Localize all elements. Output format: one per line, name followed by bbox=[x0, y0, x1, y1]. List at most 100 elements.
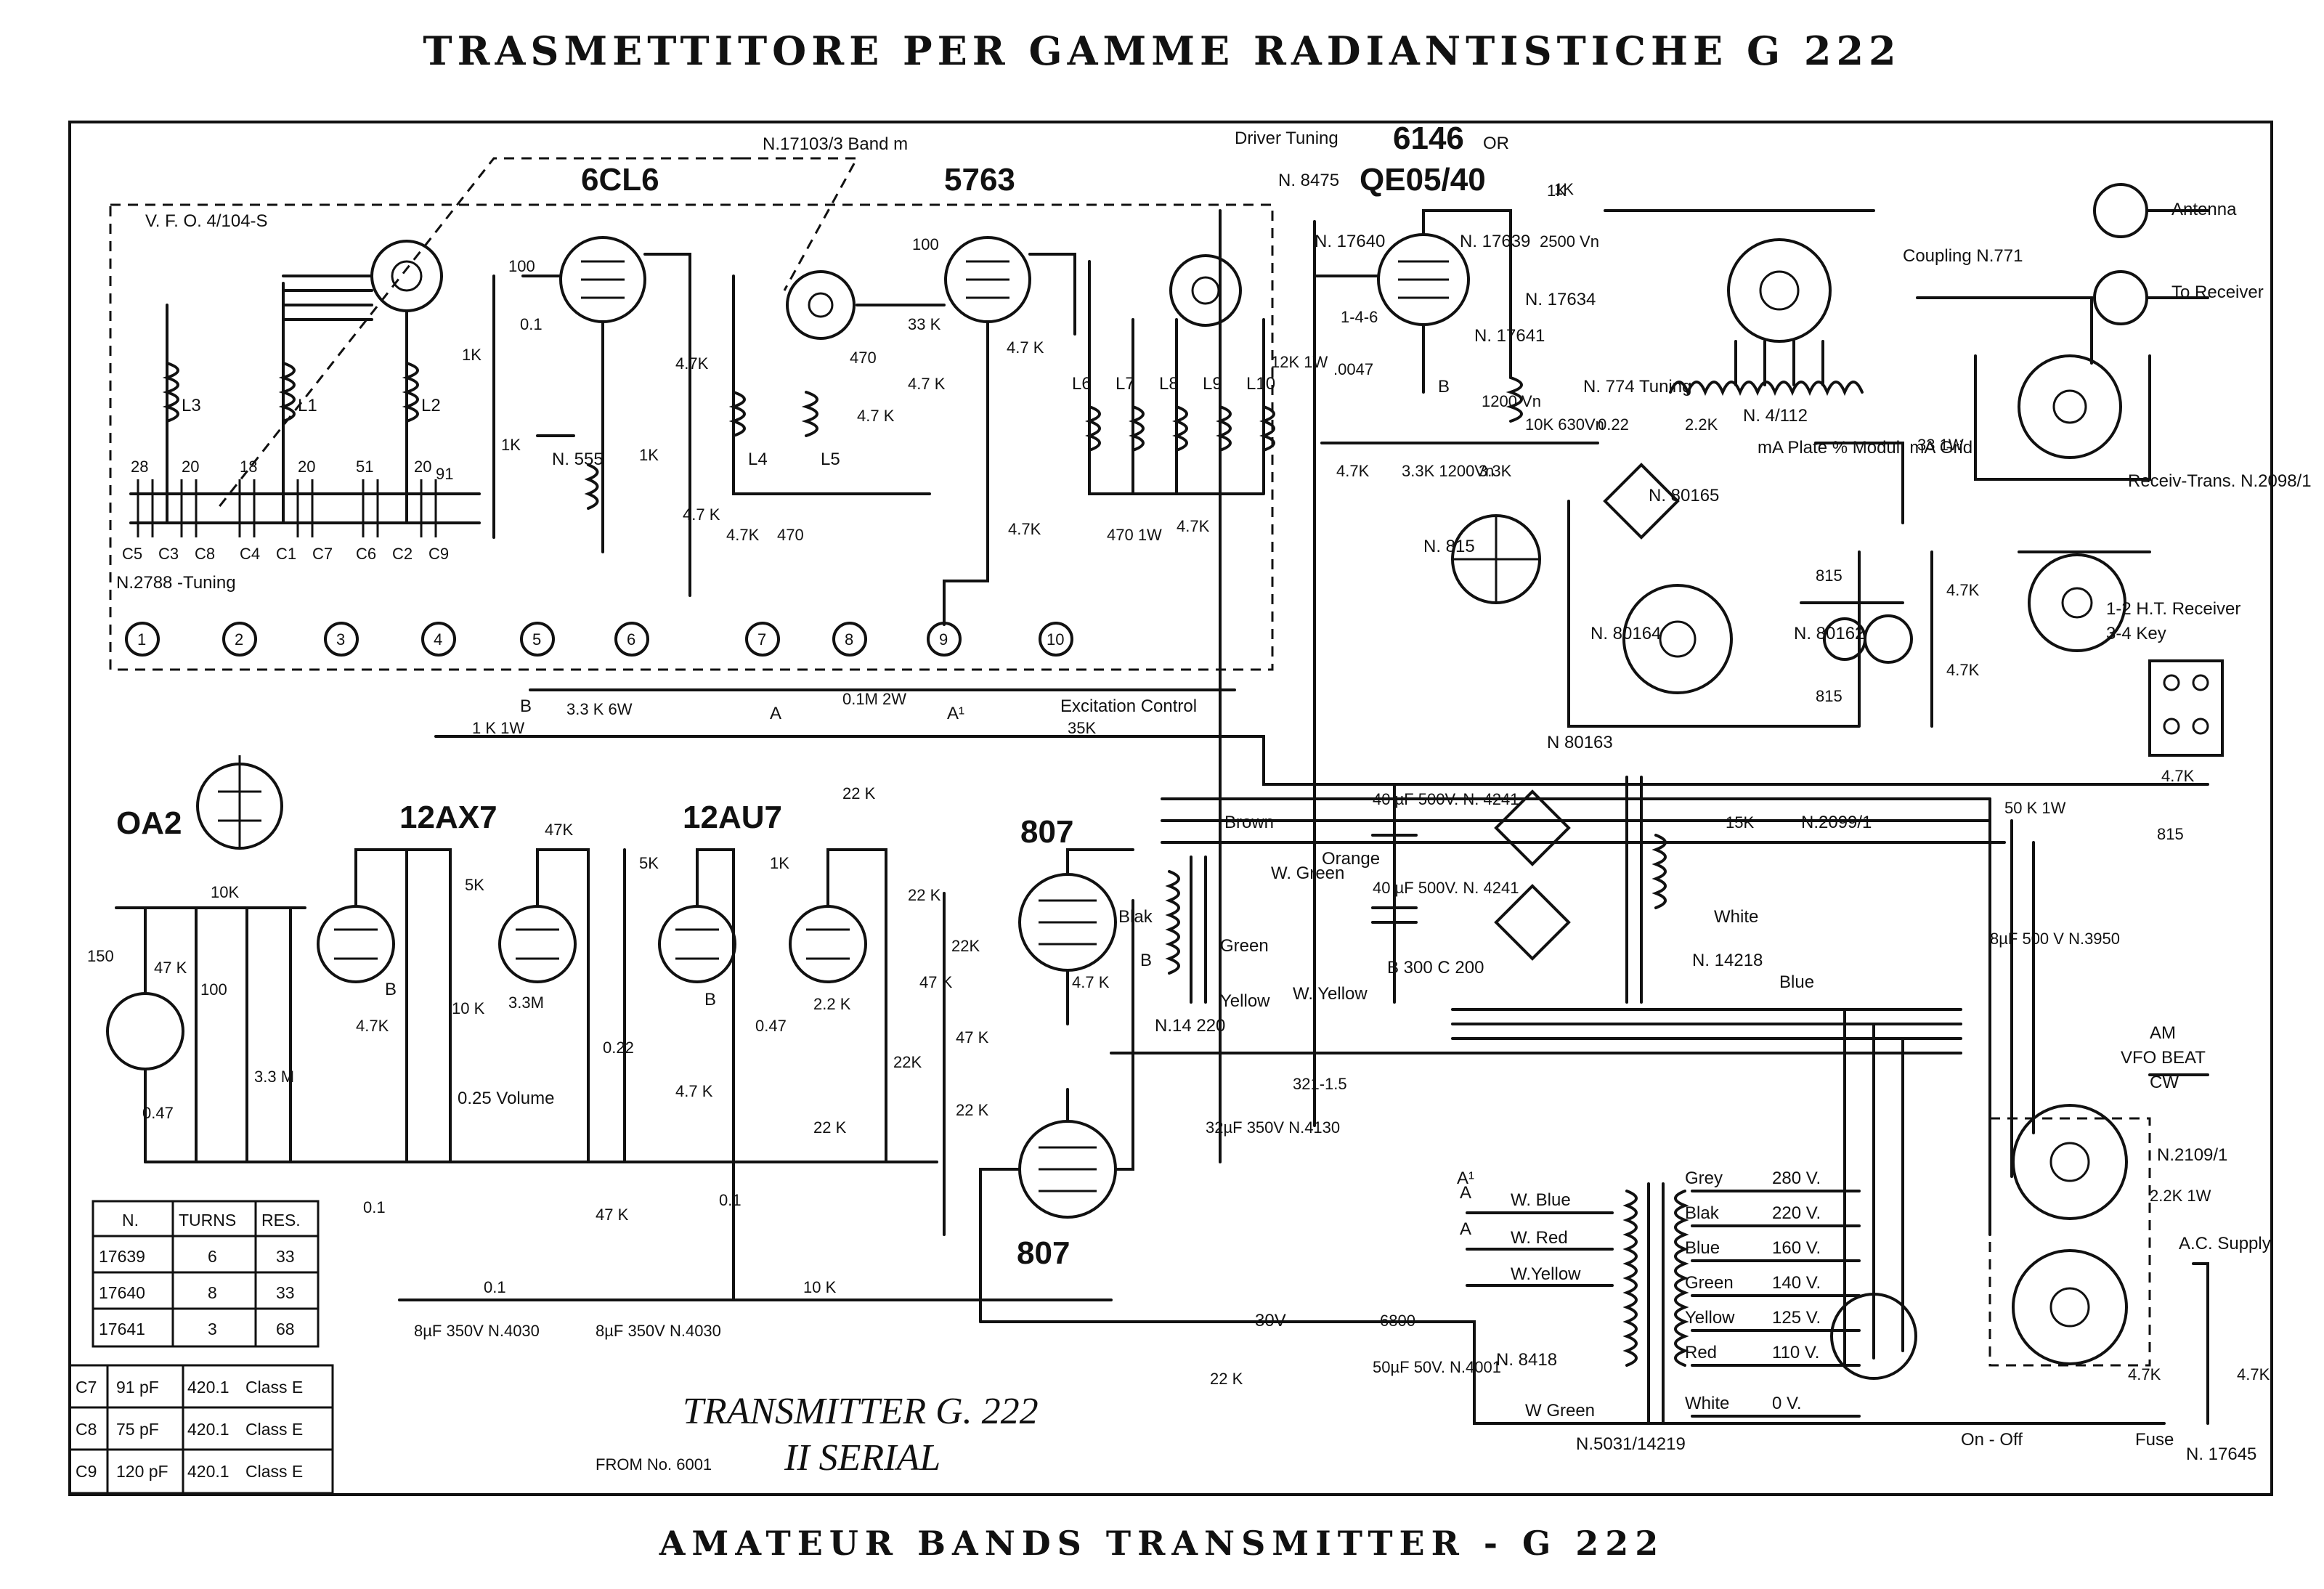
tube-807-bottom bbox=[979, 899, 1134, 1323]
ht-rail bbox=[434, 735, 2209, 786]
label-antenna: Antenna bbox=[2171, 200, 2237, 219]
coil-label: L2 bbox=[421, 396, 441, 415]
value: 815 bbox=[1816, 687, 1842, 705]
trimmer-value: 20 bbox=[298, 458, 315, 476]
value: 4.7K bbox=[1946, 581, 1980, 599]
coil-label: L7 bbox=[1116, 374, 1135, 394]
bus-label: A¹ bbox=[1457, 1169, 1474, 1188]
label-ac-supply: A.C. Supply bbox=[2179, 1234, 2271, 1253]
value: 1K bbox=[501, 436, 521, 454]
label-807-top: 807 bbox=[1020, 814, 1073, 850]
value: 22 K bbox=[842, 784, 876, 802]
label-r6800: 6800 bbox=[1380, 1312, 1415, 1330]
terminal-number: 6 bbox=[627, 630, 635, 649]
table-header: TURNS bbox=[179, 1211, 236, 1230]
value: 3.3K bbox=[1479, 462, 1512, 480]
coil-label: L3 bbox=[182, 396, 201, 415]
label-coupling: Coupling N.771 bbox=[1903, 246, 2023, 266]
label-band-switch: N.17103/3 Band m bbox=[763, 134, 908, 154]
value: 4.7 K bbox=[908, 375, 946, 393]
label-meter-switch: mA Plate % Modul. mA Grid bbox=[1758, 438, 1972, 458]
tube-12ax7 bbox=[317, 848, 590, 1163]
table-cell: C7 bbox=[76, 1378, 97, 1397]
value: 2.2K bbox=[1685, 415, 1718, 434]
cap-label: C5 bbox=[122, 545, 142, 563]
label-n4112: N. 4/112 bbox=[1743, 406, 1808, 426]
tube-6146 bbox=[1313, 209, 1599, 604]
value: 4.7K bbox=[2128, 1365, 2161, 1383]
terminal-number: 9 bbox=[939, 630, 948, 649]
coil-label: L1 bbox=[298, 396, 317, 415]
trimmer-value: 51 bbox=[356, 458, 373, 476]
value: 1K bbox=[639, 446, 659, 464]
label-tuning-cap: N.2788 -Tuning bbox=[116, 573, 236, 593]
label-on-off: On - Off bbox=[1961, 1430, 2023, 1450]
mains-rail bbox=[979, 1320, 2166, 1425]
label-n80162: N. 80162 bbox=[1794, 624, 1864, 643]
label-from: FROM No. 6001 bbox=[596, 1455, 712, 1474]
label-orange: Orange bbox=[1322, 849, 1380, 869]
terminal-number: 7 bbox=[757, 630, 766, 649]
value: 0.47 bbox=[755, 1017, 787, 1035]
terminal-number: 10 bbox=[1047, 630, 1064, 649]
label-l321: 321-1.5 bbox=[1293, 1075, 1347, 1093]
label-cw: CW bbox=[2150, 1073, 2179, 1092]
label-n8475: N. 8475 bbox=[1278, 171, 1339, 190]
tap-volt: 160 V. bbox=[1772, 1238, 1821, 1258]
trimmer-value: 91 bbox=[436, 465, 453, 483]
cap-label: C3 bbox=[158, 545, 179, 563]
value: 4.7 K bbox=[857, 407, 895, 425]
value: 47 K bbox=[596, 1206, 629, 1224]
cap-label: C7 bbox=[312, 545, 333, 563]
label-n14220: N.14 220 bbox=[1155, 1016, 1225, 1036]
modulation-bundle bbox=[1110, 1008, 1962, 1054]
power-rectifiers bbox=[1371, 776, 1667, 1004]
transformer-taps: Grey 280 V. Blak 220 V. Blue 160 V. Gree… bbox=[1685, 1169, 1821, 1413]
value: 0.1 bbox=[484, 1278, 506, 1296]
label-w-green-v: W. Green bbox=[1271, 863, 1344, 883]
value: 1K bbox=[1554, 180, 1574, 198]
value: 3.3 K 6W bbox=[566, 700, 633, 718]
terminal-number: 2 bbox=[235, 630, 243, 649]
bus-label: A bbox=[770, 704, 781, 723]
tap-color: Yellow bbox=[1685, 1308, 1735, 1328]
label-c32: 32µF 350V N.4130 bbox=[1206, 1118, 1340, 1137]
table-cell: C8 bbox=[76, 1420, 97, 1439]
value: 10K 630Vn bbox=[1525, 415, 1604, 434]
cap-label: C6 bbox=[356, 545, 376, 563]
value: 4.7 K bbox=[675, 1082, 713, 1100]
label-n8418: N. 8418 bbox=[1496, 1350, 1557, 1370]
tap-color: Green bbox=[1685, 1273, 1734, 1293]
value: 5K bbox=[639, 854, 659, 872]
value: 0.1 bbox=[719, 1191, 742, 1209]
label-n17640: N. 17640 bbox=[1315, 232, 1385, 251]
label-n17641: N. 17641 bbox=[1474, 326, 1545, 346]
tap-color: White bbox=[1685, 1394, 1729, 1413]
value: 0.1 bbox=[520, 315, 543, 333]
label-fuse: Fuse bbox=[2135, 1430, 2174, 1450]
cap-label: C1 bbox=[276, 545, 296, 563]
bus-label: B bbox=[520, 696, 532, 716]
value: 47 K bbox=[919, 973, 953, 991]
value: 4.7 K bbox=[1072, 973, 1110, 991]
terminal-number: 4 bbox=[434, 630, 442, 649]
value: 1K bbox=[1547, 182, 1567, 200]
value: 2.2 K bbox=[813, 995, 851, 1013]
schematic-frame bbox=[68, 121, 2273, 1496]
label-n14218: N. 14218 bbox=[1692, 951, 1763, 970]
label-6cl6: 6CL6 bbox=[581, 162, 659, 198]
coil-label: L8 bbox=[1159, 374, 1179, 394]
modulation-transformer bbox=[1165, 856, 1207, 1004]
value: 4.7K bbox=[1008, 520, 1041, 538]
table-cell: 420.1 bbox=[187, 1462, 229, 1481]
label-green: Green bbox=[1220, 936, 1269, 956]
tube-oa2 bbox=[196, 755, 283, 850]
cap-label: C8 bbox=[195, 545, 215, 563]
label-am: AM bbox=[2150, 1023, 2176, 1043]
label-vfo: V. F. O. 4/104-S bbox=[145, 211, 268, 231]
value: 4.7K bbox=[2161, 767, 2195, 785]
table-cell: Class E bbox=[245, 1420, 303, 1439]
label-12ax7: 12AX7 bbox=[399, 800, 497, 835]
value: 22 K bbox=[908, 886, 941, 904]
value: 12K 1W bbox=[1271, 353, 1328, 371]
